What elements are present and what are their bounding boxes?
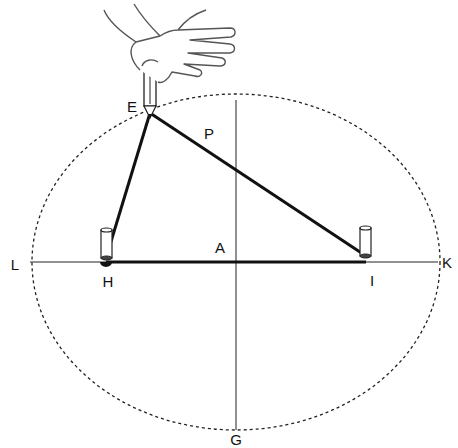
hand <box>104 4 235 83</box>
knot <box>100 262 112 267</box>
point-label: L <box>11 257 19 272</box>
point-label: A <box>215 240 225 255</box>
point-label: I <box>370 273 374 288</box>
pin-h <box>101 228 112 260</box>
string-side <box>150 113 366 256</box>
point-label: K <box>442 255 452 270</box>
pin-i <box>360 226 371 258</box>
point-label: P <box>204 126 214 141</box>
major-axis <box>30 262 438 263</box>
point-label: E <box>127 99 137 114</box>
point-label: G <box>230 432 242 447</box>
point-label: H <box>103 274 114 289</box>
minor-axis <box>236 100 237 430</box>
string-base <box>106 261 366 264</box>
